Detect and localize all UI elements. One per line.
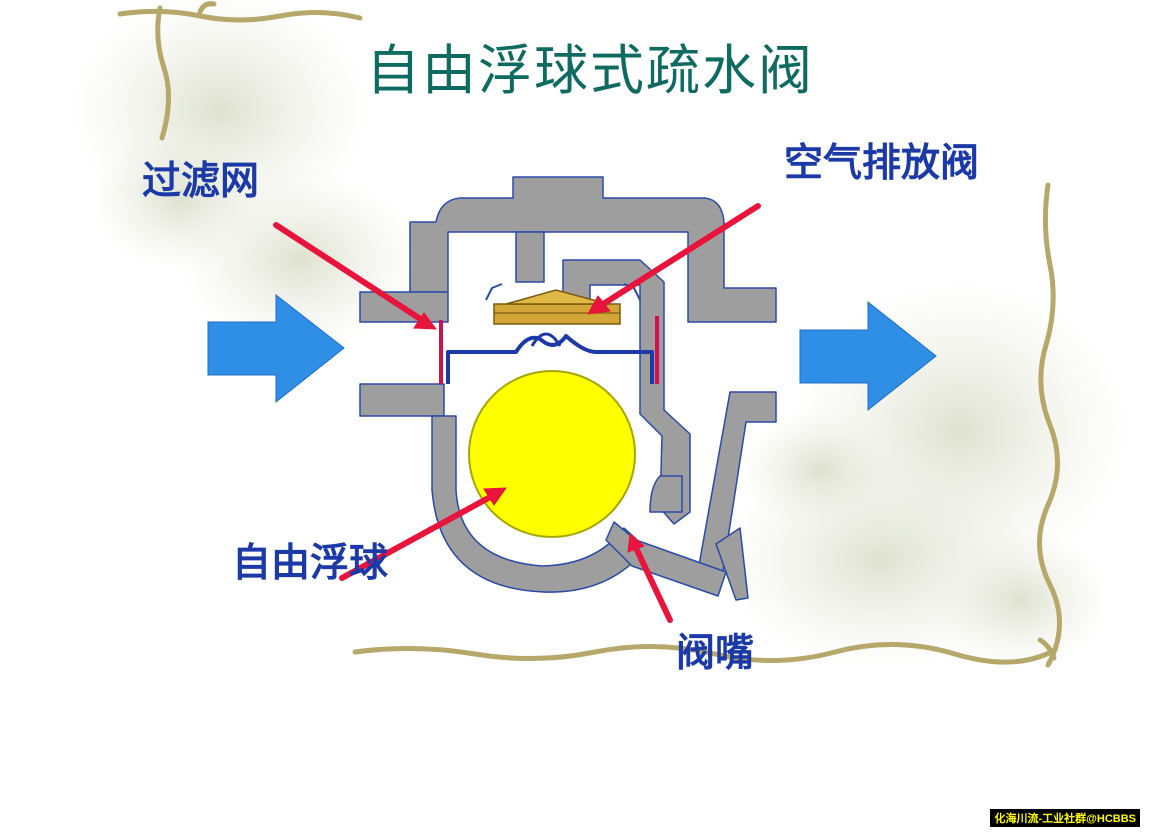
filter-pointer <box>273 222 425 323</box>
float-ball-label: 自由浮球 <box>232 541 389 586</box>
nozzle-label: 阀嘴 <box>676 631 755 676</box>
air-vent-pointer <box>597 203 761 309</box>
nozzle-pointer <box>633 545 673 623</box>
float-ball <box>468 370 636 538</box>
float-ball-pointer-head <box>483 487 507 506</box>
nozzle-pointer-head <box>627 533 645 553</box>
watermark: 化海川流-工业社群@HCBBS <box>990 809 1140 827</box>
pointer-arrows <box>273 203 761 623</box>
vent-diaphragm <box>530 332 562 347</box>
air-vent-label: 空气排放阀 <box>784 141 980 186</box>
float-ball-pointer <box>339 493 495 581</box>
air-vent-element <box>485 283 641 325</box>
flow-in-arrow-icon <box>207 293 345 404</box>
air-vent-pointer-head <box>587 295 611 315</box>
filter-label: 过滤网 <box>142 159 260 204</box>
flow-out-arrow-icon <box>799 300 937 412</box>
vine-border <box>117 1 1062 668</box>
page-title: 自由浮球式疏水阀 <box>366 39 814 102</box>
filter-screen-frame <box>446 334 654 384</box>
filter-pointer-head <box>413 312 438 330</box>
